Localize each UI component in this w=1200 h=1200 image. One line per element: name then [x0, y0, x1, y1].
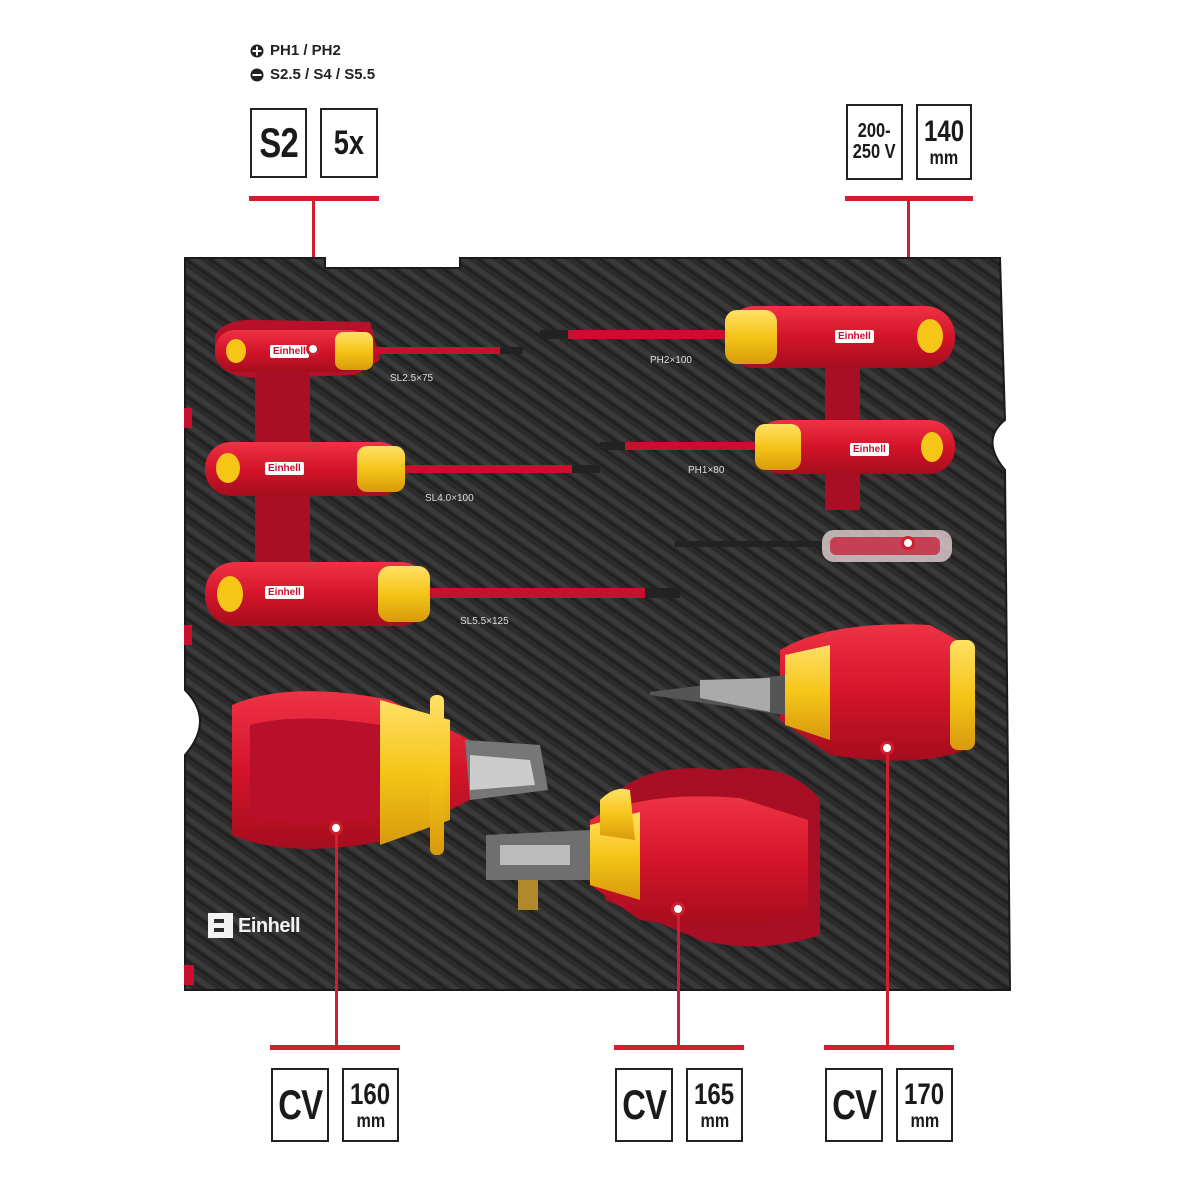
- screwdriver-sl25: [215, 330, 523, 372]
- tester-length-value: 140: [923, 114, 965, 148]
- label-sl40: SL4.0×100: [425, 493, 474, 504]
- callout-dot-tester: [901, 536, 915, 550]
- einhell-tray-logo: [208, 913, 233, 938]
- slotted-legend-text: S2.5 / S4 / S5.5: [270, 66, 376, 83]
- material-text-170: CV: [832, 1081, 877, 1128]
- length-value-165: 165: [694, 1077, 735, 1111]
- pliers-170: [650, 624, 975, 761]
- tester-length-badge: 140 mm: [916, 104, 972, 180]
- length-badge-pliers-160: 160 mm: [342, 1068, 399, 1142]
- callout-bar-pliers-160: [270, 1045, 400, 1050]
- screwdriver-sl40: [205, 442, 600, 496]
- voltage-tester: [675, 530, 952, 562]
- pliers-165: [486, 788, 808, 927]
- length-value-170: 170: [904, 1077, 945, 1111]
- length-badge-pliers-165: 165 mm: [686, 1068, 743, 1142]
- callout-line-pliers-170: [886, 753, 889, 1046]
- voltage-badge: 200- 250 V: [846, 104, 903, 180]
- slotted-legend: S2.5 / S4 / S5.5: [250, 66, 375, 83]
- material-text: S2: [259, 119, 298, 166]
- brand-chip-sl55: Einhell: [265, 586, 304, 599]
- phillips-legend-text: PH1 / PH2: [270, 42, 341, 59]
- length-unit-170: mm: [910, 1110, 939, 1132]
- count-badge: 5x: [320, 108, 378, 178]
- material-badge-pliers-160: CV: [271, 1068, 329, 1142]
- length-unit-165: mm: [700, 1110, 729, 1132]
- brand-chip-sl25: Einhell: [270, 345, 309, 358]
- material-badge-pliers-170: CV: [825, 1068, 883, 1142]
- brand-chip-sl40: Einhell: [265, 462, 304, 475]
- label-ph1: PH1×80: [688, 465, 725, 476]
- brand-chip-ph2: Einhell: [835, 330, 874, 343]
- tester-length-unit: mm: [929, 147, 959, 169]
- callout-line-pliers-165: [677, 914, 680, 1046]
- material-text-160: CV: [278, 1081, 323, 1128]
- label-ph2: PH2×100: [650, 355, 692, 366]
- pliers-160: [232, 691, 548, 855]
- brand-chip-ph1: Einhell: [850, 443, 889, 456]
- length-badge-pliers-170: 170 mm: [896, 1068, 953, 1142]
- callout-line-pliers-160: [335, 833, 338, 1046]
- label-sl25: SL2.5×75: [390, 373, 434, 384]
- label-sl55: SL5.5×125: [460, 616, 509, 627]
- tray-brand-text: Einhell: [238, 915, 301, 937]
- voltage-text: 200- 250 V: [853, 120, 896, 163]
- callout-bar-pliers-165: [614, 1045, 744, 1050]
- phillips-legend: PH1 / PH2: [250, 42, 341, 59]
- material-badge-pliers-165: CV: [615, 1068, 673, 1142]
- count-text: 5x: [333, 124, 365, 162]
- phillips-icon: [250, 44, 264, 57]
- material-badge-s2: S2: [250, 108, 307, 178]
- callout-bar-pliers-170: [824, 1045, 954, 1050]
- length-unit-160: mm: [356, 1110, 385, 1132]
- screwdriver-sl55: [205, 562, 680, 626]
- length-value-160: 160: [350, 1077, 391, 1111]
- callout-dot-screwdrivers: [306, 342, 320, 356]
- slotted-icon: [250, 68, 264, 81]
- material-text-165: CV: [622, 1081, 667, 1128]
